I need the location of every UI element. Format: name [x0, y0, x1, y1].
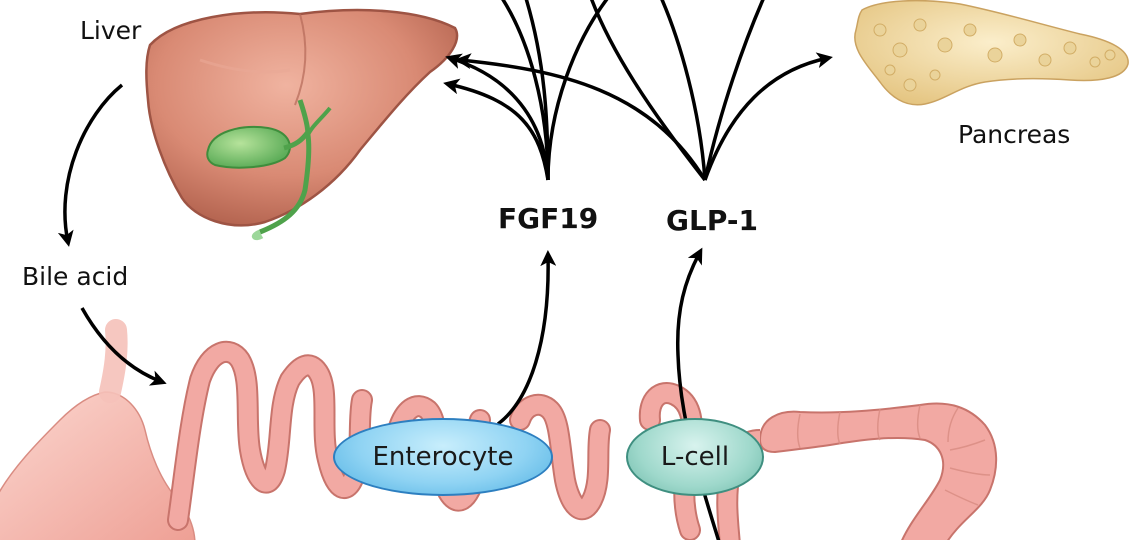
enterocyte-cell: Enterocyte — [333, 418, 553, 496]
pancreas-label: Pancreas — [958, 120, 1071, 149]
arrow-glp1-up-b — [703, 0, 765, 181]
arrow-fgf19-to-liver-b — [443, 78, 550, 181]
arrows — [57, 0, 833, 545]
colon-illustration — [716, 402, 998, 545]
arrow-liver-to-bile — [57, 83, 124, 247]
l-cell: L-cell — [626, 418, 764, 496]
gallbladder-illustration — [206, 99, 332, 241]
arrow-glp1-to-liver — [455, 53, 707, 181]
bile-acid-label: Bile acid — [22, 262, 129, 291]
fgf19-label: FGF19 — [498, 202, 599, 235]
glp1-label: GLP-1 — [666, 204, 758, 237]
arrow-glp1-up-c — [590, 0, 707, 182]
arrow-glp1-to-pancreas — [703, 52, 833, 181]
stomach-illustration — [0, 319, 196, 545]
enterocyte-label: Enterocyte — [372, 442, 514, 472]
pancreas-illustration — [854, 0, 1129, 106]
l-cell-label: L-cell — [660, 442, 730, 472]
arrow-glp1-up-a — [660, 0, 707, 181]
liver-illustration — [145, 8, 459, 227]
arrow-bile-to-intestine — [80, 307, 167, 386]
arrow-fgf19-up-c — [524, 0, 550, 181]
arrow-enterocyte-to-fgf19 — [496, 250, 557, 426]
liver-label: Liver — [80, 16, 142, 45]
